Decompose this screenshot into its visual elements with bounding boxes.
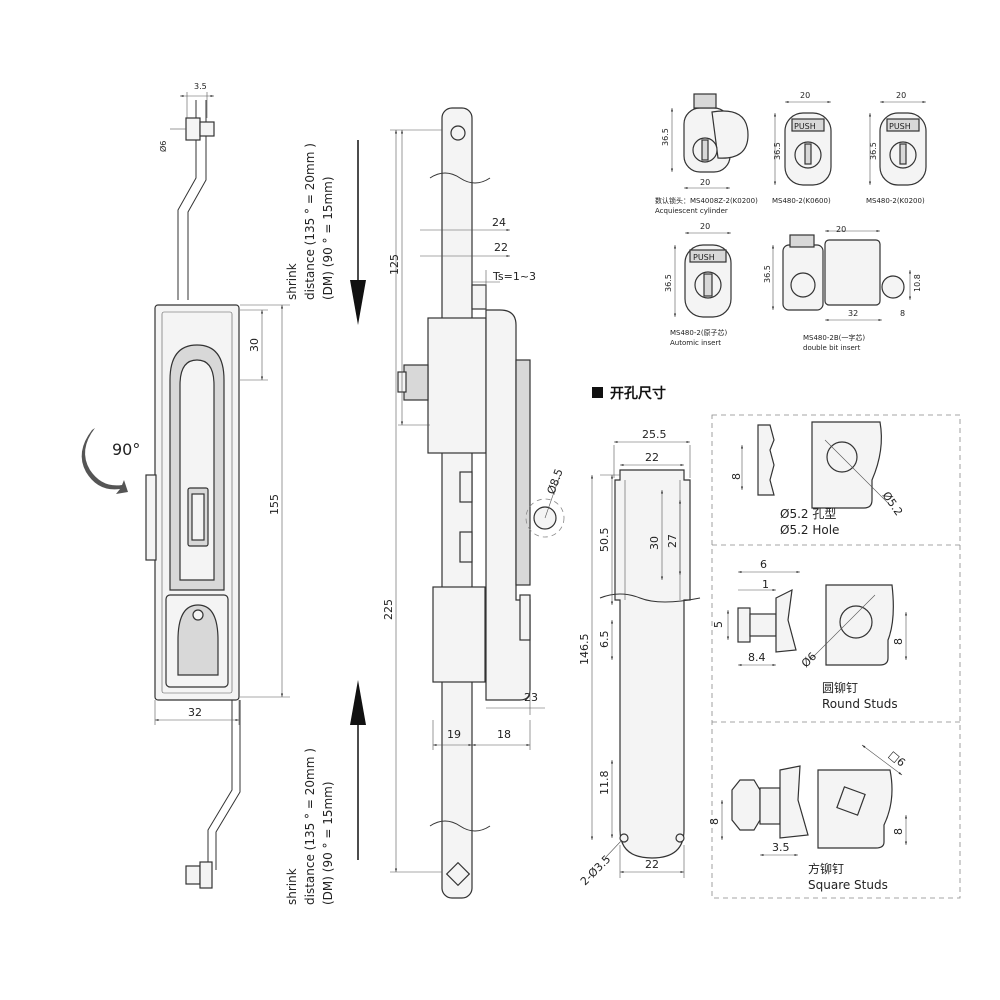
hole-dim-8: 8 [730,473,743,480]
dim-22: 22 [494,241,508,254]
round-label-cn: 圆铆钉 [822,680,858,695]
round-dim-dia6: Ø6 [799,650,819,670]
cylinder-1: 36.5 20 数认锁头：MS4008Z-2(K0200) Acquiescen… [655,93,758,215]
dim-23: 23 [524,691,538,704]
hole-label-cn: Ø5.2 孔型 [780,507,836,521]
c5-height: 36.5 [763,265,772,283]
arrow-down-icon [350,280,366,325]
cylinder-3: PUSH 20 36.5 MS480-2(K0200) [866,91,927,205]
c4-caption-en: Automic insert [670,339,721,347]
arrow-up-icon [350,680,366,725]
cutout-title: 开孔尺寸 [610,385,666,402]
square-dim-8b: 8 [892,828,905,835]
c2-height: 36.5 [773,142,782,160]
front-view: 3.5 Ø6 90° 30 155 [81,82,290,889]
c2-caption-cn: MS480-2(K0600) [772,197,831,205]
shrink-bottom-line2: distance (135 ° = 20mm ) [303,748,317,905]
square-dim-8: 8 [708,818,721,825]
dim-32: 32 [188,706,202,719]
cutout-dim-11-8: 11.8 [598,771,611,796]
round-studs: 6 1 5 8.4 Ø6 8 圆铆钉 Round Studs [712,558,908,711]
dim-ts: Ts=1~3 [492,270,536,283]
rotation-arrow-icon [81,428,128,494]
square-bullet-icon [592,387,603,398]
cutout-dim-30: 30 [648,536,661,550]
c3-caption-cn: MS480-2(K0200) [866,197,925,205]
c4-width: 20 [700,222,710,231]
cutout-section: 开孔尺寸 25.5 22 30 27 50.5 146.5 6.5 11.8 [578,385,701,888]
cutout-dim-146-5: 146.5 [578,634,591,666]
c2-push: PUSH [794,122,816,131]
cutout-dim-22-top: 22 [645,451,659,464]
c5-caption-en: double bit insert [803,344,861,352]
c1-caption-cn: 数认锁头：MS4008Z-2(K0200) [655,196,758,205]
dim-dia-85: Ø8.5 [545,467,566,496]
round-dim-5: 5 [712,621,725,628]
square-label-cn: 方铆钉 [808,861,844,876]
rotation-label: 90° [112,440,140,459]
round-dim-1: 1 [762,578,769,591]
shrink-bottom-line1: shrink [285,868,299,905]
c1-height: 36.5 [661,128,670,146]
shrink-bottom: shrink distance (135 ° = 20mm ) (DM) (90… [285,680,366,905]
cutout-dim-25-5: 25.5 [642,428,667,441]
side-view: 225 125 24 22 Ts=1~3 Ø8.5 23 19 18 [382,107,566,899]
dim-rod-dia: Ø6 [158,141,168,152]
cutout-dim-6-5: 6.5 [598,631,611,649]
c2-width: 20 [800,91,810,100]
c4-height: 36.5 [664,274,673,292]
square-dim-3-5: 3.5 [772,841,790,854]
c1-width: 20 [700,178,710,187]
round-dim-6: 6 [760,558,767,571]
dim-top-width: 3.5 [194,82,207,91]
c4-caption-cn: MS480-2(原子芯) [670,328,728,337]
c5-d8: 8 [900,309,905,318]
shrink-top-line3: (DM) (90 ° = 15mm) [321,176,335,300]
cutout-dim-22-bot: 22 [645,858,659,871]
c4-push: PUSH [693,253,715,262]
dim-24: 24 [492,216,506,229]
c3-push: PUSH [889,122,911,131]
dim-155: 155 [268,494,281,515]
shrink-bottom-line3: (DM) (90 ° = 15mm) [321,781,335,905]
hole-dim-dia: Ø5.2 [880,489,906,518]
hole-label-en: Ø5.2 Hole [780,523,839,537]
c5-width2: 32 [848,309,858,318]
round-label-en: Round Studs [822,697,898,711]
square-studs: □6 8 3.5 8 方铆钉 Square Studs [708,744,908,892]
dim-19: 19 [447,728,461,741]
cylinder-4: PUSH 20 36.5 MS480-2(原子芯) Automic insert [664,222,732,347]
shrink-top-line2: distance (135 ° = 20mm ) [303,143,317,300]
cutout-dim-holes: 2-Ø3.5 [578,853,613,888]
shrink-top: shrink distance (135 ° = 20mm ) (DM) (90… [285,140,366,325]
round-dim-8-4: 8.4 [748,651,766,664]
cutout-dim-50-5: 50.5 [598,528,611,553]
c3-height: 36.5 [869,142,878,160]
hole-detail: 8 Ø5.2 Ø5.2 孔型 Ø5.2 Hole [730,421,906,537]
c5-caption-cn: MS480-2B(一字芯) [803,333,865,342]
dim-125: 125 [388,254,401,275]
dim-225: 225 [382,599,395,620]
shrink-top-line1: shrink [285,263,299,300]
round-dim-8: 8 [892,638,905,645]
c1-caption-en: Acquiescent cylinder [655,207,728,215]
c5-d108: 10.8 [913,274,922,292]
detail-frame [711,414,961,899]
square-label-en: Square Studs [808,878,888,892]
square-dim-sq6: □6 [886,748,908,769]
c5-width: 20 [836,225,846,234]
cutout-dim-27: 27 [666,534,679,548]
cylinder-5: 20 36.5 32 10.8 8 MS480-2B(一字芯) double b… [763,225,922,352]
dim-30: 30 [248,338,261,352]
c3-width: 20 [896,91,906,100]
dim-18: 18 [497,728,511,741]
cylinder-2: PUSH 20 36.5 MS480-2(K0600) [772,91,832,205]
